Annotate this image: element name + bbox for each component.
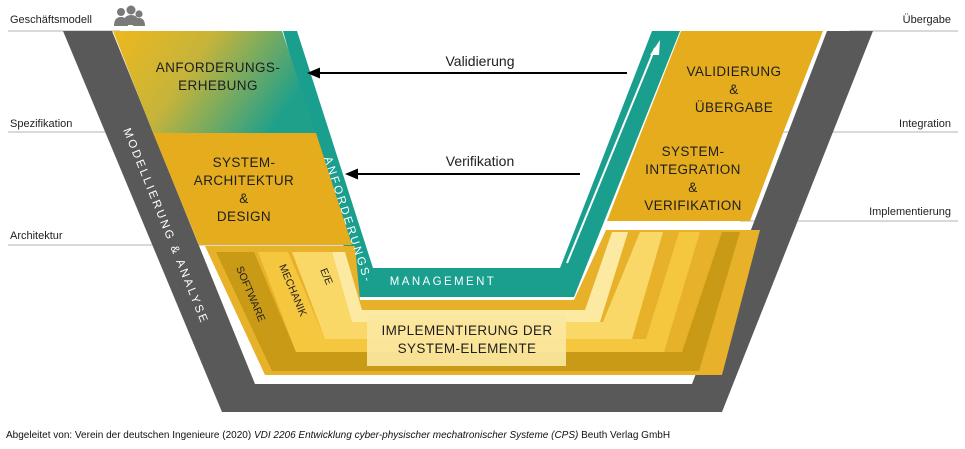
svg-text:ÜBERGABE: ÜBERGABE <box>695 100 773 115</box>
svg-text:VERIFIKATION: VERIFIKATION <box>644 198 742 213</box>
svg-text:INTEGRATION: INTEGRATION <box>645 162 741 177</box>
svg-text:SYSTEM-: SYSTEM- <box>662 144 725 159</box>
implementation-label: IMPLEMENTIERUNG DER SYSTEM-ELEMENTE <box>381 323 552 356</box>
people-group-icon <box>114 5 145 26</box>
level-label-integration: Integration <box>899 118 951 130</box>
validation-box <box>641 31 823 133</box>
svg-text:SYSTEM-ELEMENTE: SYSTEM-ELEMENTE <box>398 341 537 356</box>
requirements-elicitation-box <box>113 31 316 133</box>
svg-text:IMPLEMENTIERUNG DER: IMPLEMENTIERUNG DER <box>381 323 552 338</box>
upward-arrow-icon <box>566 40 660 264</box>
svg-text:DESIGN: DESIGN <box>217 209 271 224</box>
svg-text:ARCHITEKTUR: ARCHITEKTUR <box>194 173 294 188</box>
system-architecture-box <box>153 133 352 245</box>
ee-layer <box>292 232 663 339</box>
svg-text:ERHEBUNG: ERHEBUNG <box>178 78 258 93</box>
svg-text:VALIDIERUNG: VALIDIERUNG <box>687 64 782 79</box>
ee-inner <box>332 232 628 322</box>
validation-handover-label: VALIDIERUNG & ÜBERGABE <box>687 64 782 115</box>
level-label-implementation: Implementierung <box>869 206 951 218</box>
level-label-handover: Übergabe <box>903 14 951 26</box>
level-label-business-model: Geschäftsmodell <box>10 14 92 26</box>
system-architecture-label: SYSTEM- ARCHITEKTUR & DESIGN <box>194 155 294 224</box>
integration-box <box>607 133 783 221</box>
validation-arrow <box>307 67 627 79</box>
verification-arrow-label: Verifikation <box>446 153 514 169</box>
mechanics-layer <box>258 232 700 352</box>
validation-arrow-label: Validierung <box>445 53 514 69</box>
source-caption: Abgeleitet von: Verein der deutschen Ing… <box>6 430 670 441</box>
system-integration-label: SYSTEM- INTEGRATION & VERIFIKATION <box>644 144 742 213</box>
level-label-architecture: Architektur <box>10 230 63 242</box>
caption-prefix: Abgeleitet von: Verein der deutschen Ing… <box>6 430 252 441</box>
svg-text:&: & <box>688 180 697 195</box>
verification-arrow <box>345 168 580 180</box>
management-band-label: MANAGEMENT <box>390 276 496 288</box>
svg-text:SYSTEM-: SYSTEM- <box>213 155 276 170</box>
svg-text:&: & <box>729 82 738 97</box>
svg-text:ANFORDERUNGS-: ANFORDERUNGS- <box>156 60 280 75</box>
software-layer <box>216 232 740 371</box>
svg-text:&: & <box>239 191 248 206</box>
requirements-elicitation-label: ANFORDERUNGS- ERHEBUNG <box>156 60 280 93</box>
caption-title: VDI 2206 Entwicklung cyber-physischer me… <box>253 430 579 441</box>
level-label-specification: Spezifikation <box>10 118 72 130</box>
implementation-label-bg <box>367 314 566 366</box>
caption-suffix: Beuth Verlag GmbH <box>581 430 671 441</box>
